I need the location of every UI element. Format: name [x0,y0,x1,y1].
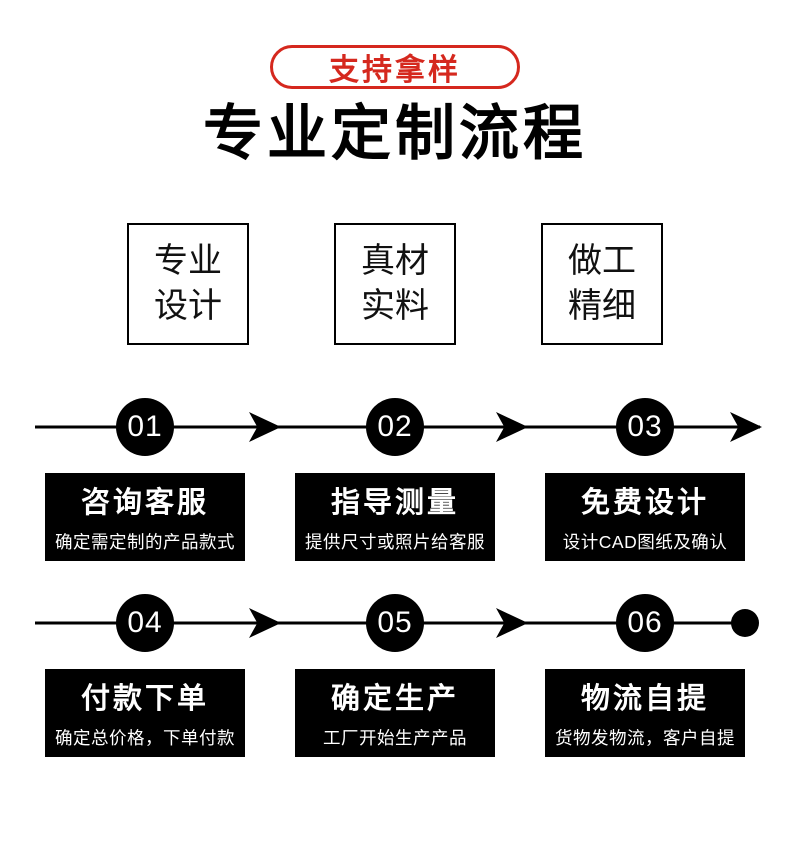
step-title: 指导测量 [330,486,459,519]
step-number-circle-05: 05 [366,594,424,652]
step-card-consult: 咨询客服 确定需定制的产品款式 [45,473,245,561]
feature-line: 精细 [568,287,636,325]
step-card-logistics: 物流自提 货物发物流，客户自提 [545,669,745,757]
step-card-payment: 付款下单 确定总价格，下单付款 [45,669,245,757]
page-title: 专业定制流程 [203,100,587,167]
step-card-free-design: 免费设计 设计CAD图纸及确认 [545,473,745,561]
step-card-production: 确定生产 工厂开始生产产品 [295,669,495,757]
step-number: 06 [627,606,663,639]
step-desc: 工厂开始生产产品 [323,727,467,748]
step-card-measure: 指导测量 提供尺寸或照片给客服 [295,473,495,561]
feature-line: 专业 [154,242,222,281]
step-title: 确定生产 [330,682,459,715]
flow-end-dot-icon [731,609,759,637]
step-desc: 设计CAD图纸及确认 [562,531,728,552]
feature-line: 实料 [361,287,429,325]
step-number-circle-02: 02 [366,398,424,456]
feature-line: 真材 [361,242,429,281]
feature-line: 做工 [568,242,636,281]
step-number-circle-06: 06 [616,594,674,652]
feature-box-workmanship: 做工 精细 [541,223,663,345]
step-number: 05 [377,606,413,639]
step-title: 咨询客服 [80,486,209,519]
process-flow-row-1: 01 02 03 [0,397,790,457]
step-cards-row-2: 付款下单 确定总价格，下单付款 确定生产 工厂开始生产产品 物流自提 货物发物流… [0,669,790,757]
sample-support-badge-label: 支持拿样 [329,54,461,87]
step-desc: 确定需定制的产品款式 [55,531,235,552]
step-number-circle-04: 04 [116,594,174,652]
step-number: 01 [127,410,163,443]
sample-support-badge: 支持拿样 [270,45,520,89]
step-cards-row-1: 咨询客服 确定需定制的产品款式 指导测量 提供尺寸或照片给客服 免费设计 设计C… [0,473,790,561]
process-flow-row-2: 04 05 06 [0,593,790,653]
step-number: 03 [627,410,663,443]
step-number-circle-03: 03 [616,398,674,456]
badge-row: 支持拿样 [0,0,790,89]
step-title: 免费设计 [580,486,709,519]
step-number-circle-01: 01 [116,398,174,456]
feature-box-design: 专业 设计 [127,223,249,345]
step-desc: 确定总价格，下单付款 [55,727,235,748]
step-number: 04 [127,606,163,639]
step-title: 付款下单 [80,682,209,715]
step-title: 物流自提 [580,682,709,715]
feature-boxes: 专业 设计 真材 实料 做工 精细 [0,223,790,345]
feature-line: 设计 [154,287,222,325]
step-number: 02 [377,410,413,443]
step-desc: 提供尺寸或照片给客服 [305,531,485,552]
feature-box-materials: 真材 实料 [334,223,456,345]
step-desc: 货物发物流，客户自提 [555,727,735,748]
